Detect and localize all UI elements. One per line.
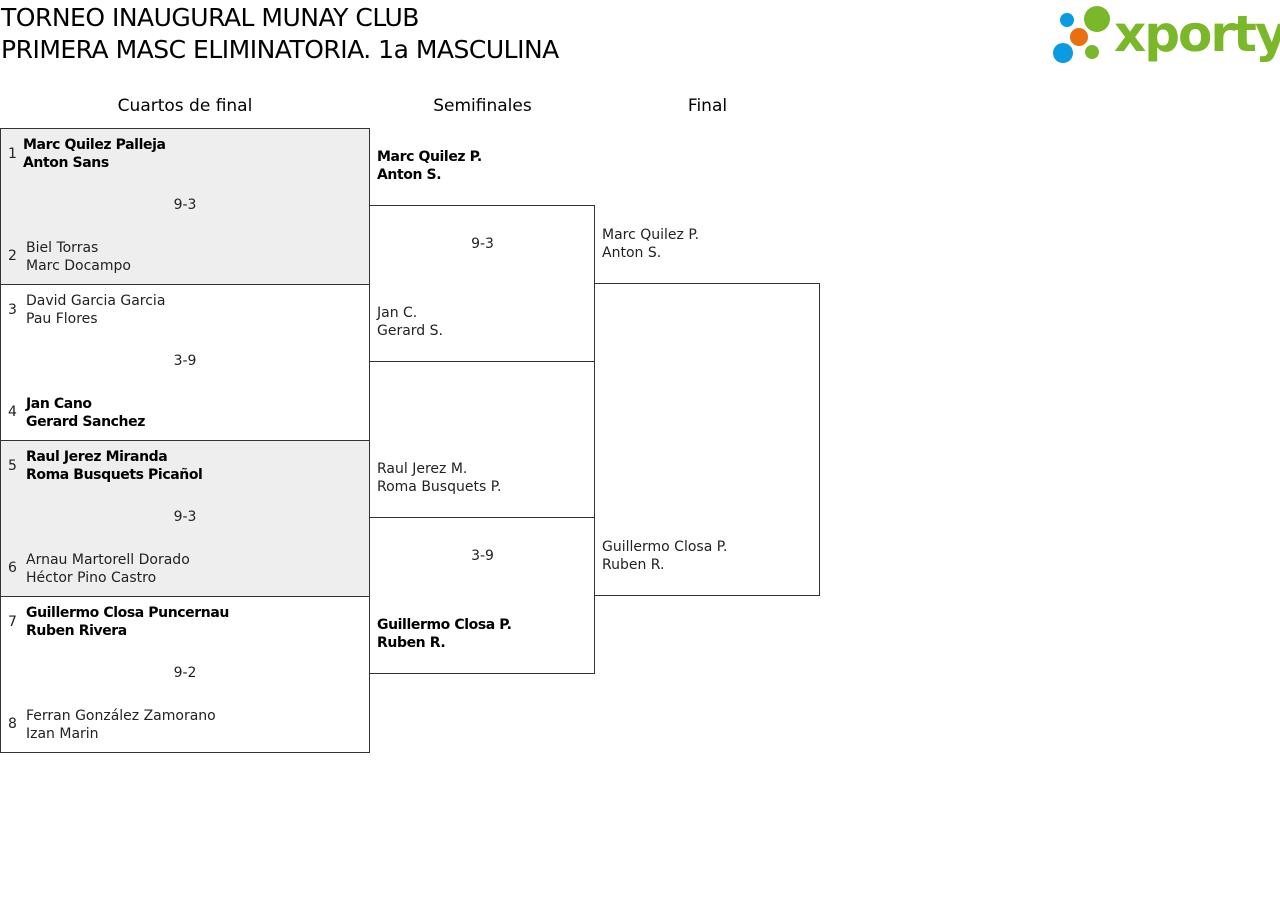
quarterfinal-match[interactable] bbox=[0, 596, 370, 753]
seed-number: 1 bbox=[8, 146, 17, 162]
match-score: 9-3 bbox=[471, 236, 494, 252]
seed-number: 6 bbox=[8, 560, 17, 576]
team-winner: Guillermo Closa P.Ruben R. bbox=[377, 617, 512, 651]
logo-text: xporty bbox=[1114, 5, 1280, 63]
seed-number: 2 bbox=[8, 248, 17, 264]
quarterfinal-match[interactable] bbox=[0, 440, 370, 597]
category-title: PRIMERA MASC ELIMINATORIA. 1a MASCULINA bbox=[1, 35, 559, 64]
match-score: 9-3 bbox=[173, 197, 197, 213]
team: Jan C.Gerard S. bbox=[377, 305, 443, 339]
team: Guillermo Closa P.Ruben R. bbox=[602, 539, 728, 573]
team-winner: Marc Quilez P.Anton S. bbox=[377, 149, 482, 183]
final-match[interactable] bbox=[594, 283, 820, 596]
round-header-final: Final bbox=[687, 96, 728, 116]
seed-number: 5 bbox=[8, 458, 17, 474]
seed-number: 8 bbox=[8, 716, 17, 732]
match-score: 9-3 bbox=[173, 509, 197, 525]
logo-dots-icon bbox=[1053, 6, 1110, 63]
seed-number: 4 bbox=[8, 404, 17, 420]
xporty-logo: xporty bbox=[1052, 4, 1280, 66]
seed-number: 7 bbox=[8, 614, 17, 630]
round-header-semifinals: Semifinales bbox=[433, 96, 532, 116]
team: Marc Quilez P.Anton S. bbox=[602, 227, 700, 261]
tournament-title: TORNEO INAUGURAL MUNAY CLUB bbox=[1, 3, 419, 32]
match-score: 3-9 bbox=[471, 548, 494, 564]
match-score: 3-9 bbox=[173, 353, 197, 369]
quarterfinal-match[interactable] bbox=[0, 128, 370, 285]
seed-number: 3 bbox=[8, 302, 17, 318]
round-header-quarterfinals: Cuartos de final bbox=[117, 96, 253, 116]
match-score: 9-2 bbox=[173, 665, 197, 681]
team: Raul Jerez M.Roma Busquets P. bbox=[377, 461, 502, 495]
